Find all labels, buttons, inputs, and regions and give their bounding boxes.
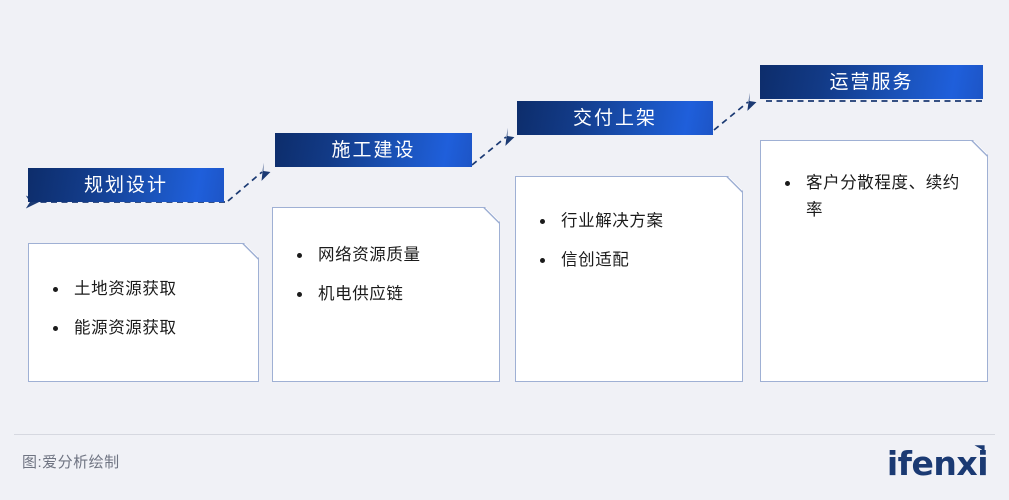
- list-item-label: 信创适配: [561, 251, 630, 270]
- stage-card-planning-design: 土地资源获取 能源资源获取: [28, 243, 259, 382]
- list-item-label: 土地资源获取: [74, 280, 177, 298]
- connector-stage-2-to-3: [471, 127, 515, 166]
- list-item-label: 能源资源获取: [74, 319, 177, 338]
- list-item: 客户分散程度、续约率: [785, 170, 967, 224]
- stage-header-delivery-racking[interactable]: 交付上架: [517, 101, 713, 135]
- stage-header-label: 施工建设: [331, 139, 416, 161]
- brand-logo-text: ifenxi: [886, 444, 989, 483]
- list-item-label: 网络资源质量: [318, 246, 421, 264]
- stage-header-label: 交付上架: [572, 107, 657, 129]
- stage-card-operations-service: 客户分散程度、续约率: [760, 140, 988, 382]
- bullet-icon: [540, 258, 545, 263]
- list-item: 能源资源获取: [53, 315, 240, 342]
- bullet-icon: [297, 292, 302, 297]
- stage-item-list: 土地资源获取 能源资源获取: [53, 276, 240, 342]
- bullet-icon: [297, 253, 302, 258]
- stage-header-label: 运营服务: [829, 71, 914, 93]
- stage-header-label: 规划设计: [83, 174, 168, 196]
- footer-caption: 图:爱分析绘制: [22, 454, 120, 471]
- list-item-label: 客户分散程度、续约率: [806, 174, 960, 220]
- list-item: 机电供应链: [297, 281, 481, 308]
- bullet-icon: [53, 326, 58, 331]
- stage-header-operations-service[interactable]: 运营服务: [760, 65, 983, 99]
- list-item: 信创适配: [540, 247, 724, 274]
- stage-card-construction: 网络资源质量 机电供应链: [272, 207, 500, 382]
- list-item: 网络资源质量: [297, 242, 481, 269]
- list-item: 土地资源获取: [53, 276, 240, 303]
- stage-item-list: 行业解决方案 信创适配: [540, 208, 724, 274]
- connector-stage-3-to-4: [713, 92, 757, 131]
- stage-item-list: 网络资源质量 机电供应链: [297, 242, 481, 308]
- connector-stage-1-to-2: [227, 162, 271, 202]
- stage-card-delivery-racking: 行业解决方案 信创适配: [515, 176, 743, 382]
- list-item: 行业解决方案: [540, 208, 724, 235]
- bullet-icon: [540, 219, 545, 224]
- bullet-icon: [53, 287, 58, 292]
- stage-header-planning-design[interactable]: 规划设计: [28, 168, 224, 202]
- bullet-icon: [785, 181, 790, 186]
- stage-header-construction[interactable]: 施工建设: [275, 133, 472, 167]
- footer-divider: [14, 434, 995, 435]
- list-item-label: 行业解决方案: [561, 212, 664, 230]
- stage-item-list: 客户分散程度、续约率: [785, 170, 967, 224]
- brand-logo: ifenxi: [886, 444, 989, 483]
- logo-arrow-icon: [974, 445, 985, 455]
- list-item-label: 机电供应链: [318, 285, 404, 304]
